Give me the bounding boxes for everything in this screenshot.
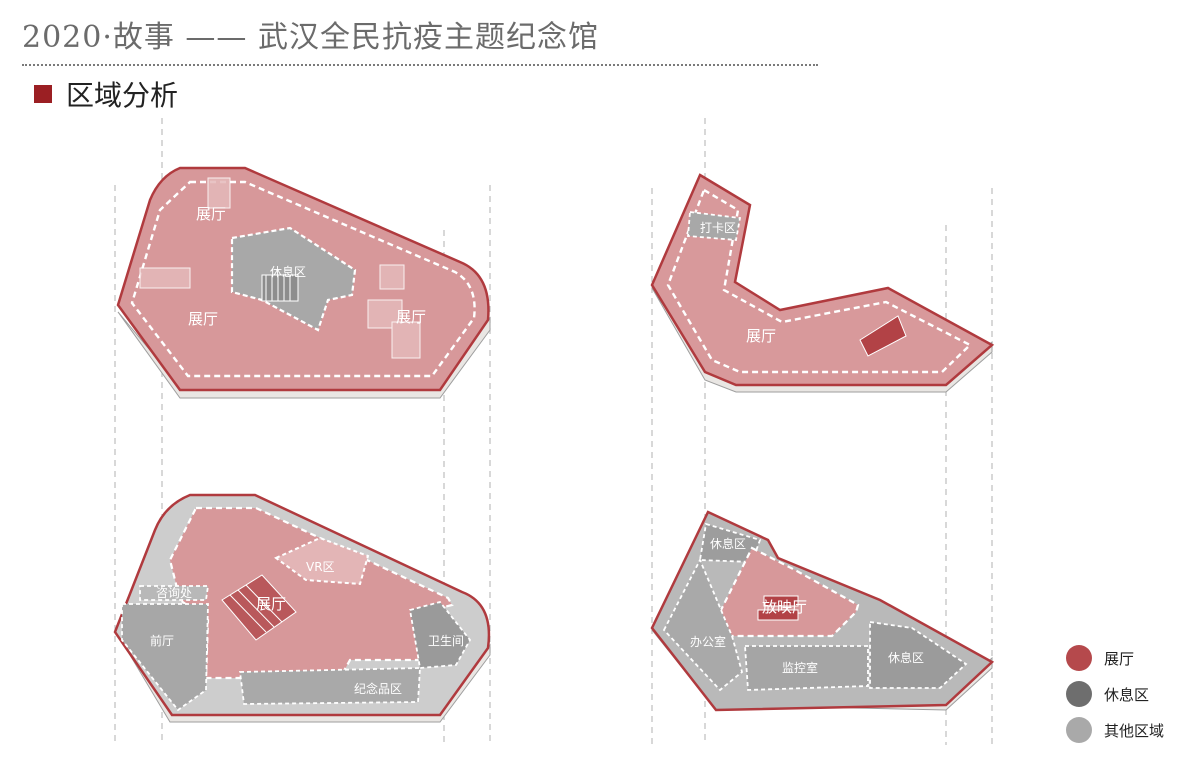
plan-4-office bbox=[662, 557, 744, 692]
plan-1-label-0: 展厅 bbox=[196, 205, 226, 223]
plan-2-stair bbox=[859, 315, 907, 357]
section-marker bbox=[34, 85, 52, 103]
plan-3-shop bbox=[238, 667, 421, 705]
legend-label: 休息区 bbox=[1104, 685, 1150, 704]
plan-4-label-0: 休息区 bbox=[710, 536, 746, 551]
plan-1-label-2: 展厅 bbox=[188, 310, 218, 328]
plan-3-label-4: 卫生间 bbox=[428, 634, 464, 648]
plan-1-stair bbox=[261, 274, 299, 302]
plan-4-label-4: 休息区 bbox=[888, 650, 924, 665]
section-heading: 区域分析 bbox=[34, 76, 178, 112]
plan-3-restroom bbox=[408, 600, 472, 669]
legend-item-other: 其他区域 bbox=[1066, 712, 1164, 748]
plan-3-info-desk bbox=[139, 585, 210, 601]
plan-1-label-1: 休息区 bbox=[270, 264, 306, 279]
plan-3: VR区 咨询处 展厅 前厅 卫生间 纪念品区 bbox=[113, 493, 491, 723]
plan-3-label-2: 展厅 bbox=[256, 595, 286, 613]
plan-4-monitor-room bbox=[744, 645, 869, 691]
legend-label: 展厅 bbox=[1104, 649, 1135, 668]
section-title: 区域分析 bbox=[66, 79, 179, 112]
plan-2: 打卡区 展厅 bbox=[650, 173, 995, 393]
page-title: 2020·故事 —— 武汉全民抗疫主题纪念馆 bbox=[22, 20, 599, 55]
plan-2-corner-rest bbox=[687, 210, 742, 241]
plan-3-label-3: 前厅 bbox=[150, 633, 174, 648]
plan-4-seats bbox=[757, 595, 799, 621]
plan-3-label-0: VR区 bbox=[306, 560, 335, 574]
legend-swatch bbox=[1066, 681, 1092, 707]
legend-swatch bbox=[1066, 717, 1092, 743]
legend-label: 其他区域 bbox=[1104, 721, 1165, 740]
plan-1-partitions bbox=[139, 177, 421, 359]
plan-1: 展厅 休息区 展厅 展厅 bbox=[116, 166, 491, 399]
plan-3-label-5: 纪念品区 bbox=[354, 681, 402, 696]
plan-2-label-0: 打卡区 bbox=[700, 221, 736, 235]
plan-3-lobby bbox=[121, 603, 209, 712]
legend: 展厅 休息区 其他区域 bbox=[1066, 640, 1164, 748]
plan-3-hall bbox=[168, 506, 454, 680]
plan-3-label-1: 咨询处 bbox=[156, 585, 192, 600]
plan-3-vr-area bbox=[274, 536, 370, 586]
plan-1-label-3: 展厅 bbox=[396, 308, 426, 326]
dotted-divider bbox=[22, 64, 818, 66]
plan-2-label-1: 展厅 bbox=[746, 327, 776, 345]
plan-3-stair bbox=[221, 574, 297, 641]
plan-2-inner-dashed bbox=[666, 188, 973, 374]
plan-4-label-1: 放映厅 bbox=[762, 598, 807, 616]
legend-item-hall: 展厅 bbox=[1066, 640, 1164, 676]
legend-swatch bbox=[1066, 645, 1092, 671]
plan-1-inner-dashed bbox=[130, 180, 476, 378]
plan-4: 休息区 放映厅 办公室 监控室 休息区 bbox=[650, 510, 995, 712]
plan-4-label-3: 监控室 bbox=[782, 660, 818, 675]
plan-4-label-2: 办公室 bbox=[690, 634, 726, 649]
legend-item-rest: 休息区 bbox=[1066, 676, 1164, 712]
plan-2-floor bbox=[650, 173, 995, 387]
plan-4-rest-2 bbox=[869, 620, 968, 689]
